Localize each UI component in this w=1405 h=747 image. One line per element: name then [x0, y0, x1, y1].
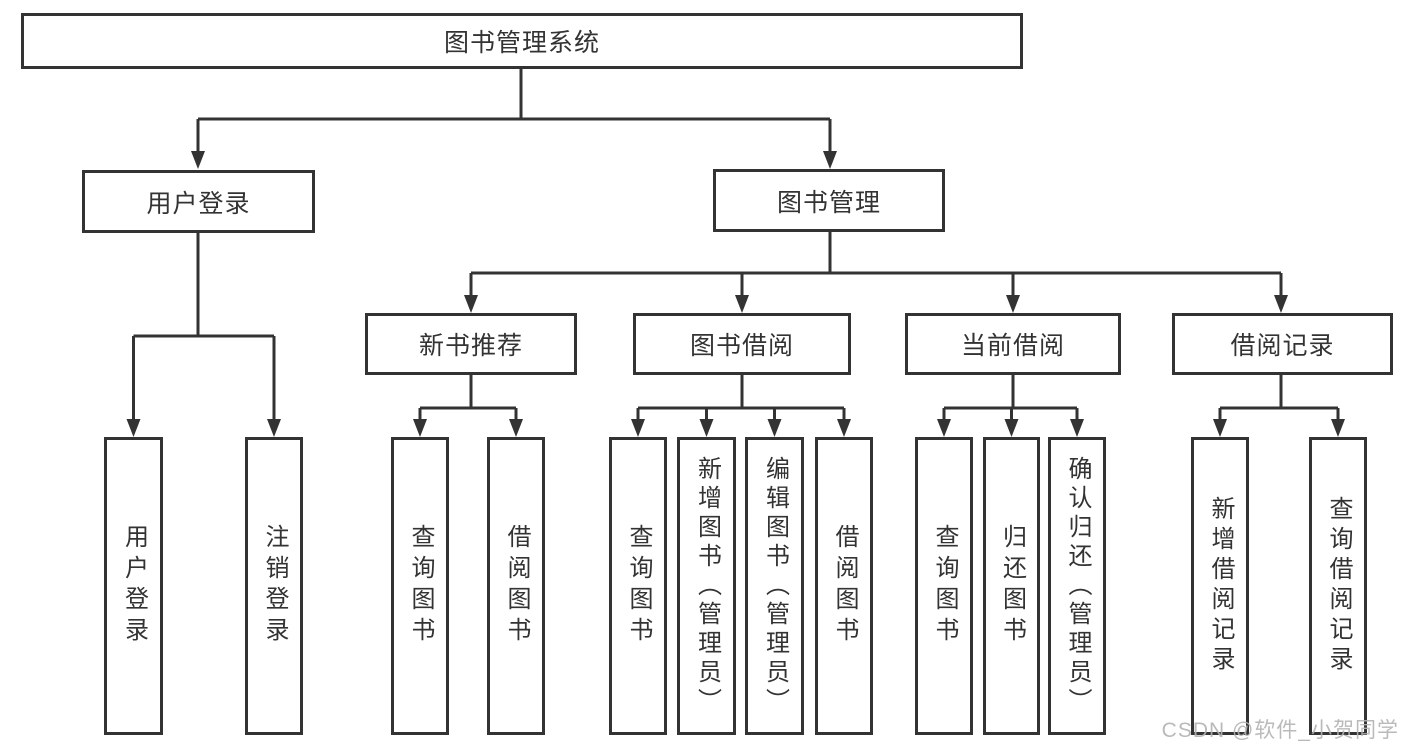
node-label: 注销登录 [261, 524, 288, 648]
node-label: 编辑图书（管理员） [761, 455, 789, 717]
arrow-down-icon [413, 419, 427, 437]
node-label: 图书管理 [776, 188, 881, 217]
arrow-down-icon [126, 419, 141, 437]
node-new-book-recommend: 新书推荐 [365, 313, 577, 375]
node-leaf-query-books-2: 查询图书 [609, 437, 667, 735]
node-label: 查询图书 [407, 524, 434, 648]
node-book-management: 图书管理 [713, 169, 945, 232]
node-leaf-query-books-3: 查询图书 [915, 437, 973, 735]
node-label: 用户登录 [120, 524, 148, 648]
arrow-down-icon [837, 419, 851, 437]
node-user-login: 用户登录 [82, 170, 315, 233]
node-current-borrow: 当前借阅 [905, 313, 1121, 375]
arrow-down-icon [509, 419, 523, 437]
node-label: 借阅图书 [831, 524, 858, 648]
node-library-management-system: 图书管理系统 [21, 13, 1023, 69]
node-leaf-edit-book-admin: 编辑图书（管理员） [745, 437, 804, 735]
node-label: 新书推荐 [418, 332, 523, 360]
node-leaf-borrow-books-1: 借阅图书 [487, 437, 545, 735]
node-label: 查询借阅记录 [1325, 496, 1352, 676]
csdn-watermark: CSDN @软件_小贺同学 [1161, 719, 1399, 742]
node-leaf-confirm-return-admin: 确认归还（管理员） [1048, 437, 1106, 735]
node-leaf-return-book: 归还图书 [983, 437, 1040, 735]
node-label: 查询图书 [931, 524, 958, 648]
node-label: 查询图书 [625, 524, 652, 648]
node-leaf-borrow-books-2: 借阅图书 [815, 437, 873, 735]
arrow-down-icon [1006, 295, 1020, 313]
node-label: 图书管理系统 [443, 29, 600, 57]
node-leaf-add-book-admin: 新增图书（管理员） [677, 437, 736, 735]
arrow-down-icon [699, 419, 714, 437]
arrow-down-icon [631, 419, 645, 437]
arrow-down-icon [735, 295, 749, 313]
arrow-down-icon [267, 419, 281, 437]
node-leaf-user-login: 用户登录 [104, 437, 163, 735]
node-label: 新增借阅记录 [1207, 496, 1234, 676]
node-book-borrow: 图书借阅 [633, 313, 851, 375]
node-leaf-query-books-1: 查询图书 [391, 437, 449, 735]
arrow-down-icon [767, 419, 782, 437]
node-label: 用户登录 [146, 189, 251, 218]
node-label: 确认归还（管理员） [1064, 455, 1091, 717]
arrow-down-icon [1274, 295, 1288, 313]
node-borrow-records: 借阅记录 [1172, 313, 1393, 375]
node-label: 归还图书 [998, 524, 1026, 648]
arrow-down-icon [464, 295, 478, 313]
node-label: 新增图书（管理员） [693, 455, 721, 717]
node-leaf-add-borrow-record: 新增借阅记录 [1191, 437, 1249, 735]
arrow-down-icon [1004, 419, 1019, 437]
arrow-down-icon [1213, 419, 1227, 437]
node-label: 图书借阅 [689, 332, 794, 360]
arrow-down-icon [1331, 419, 1345, 437]
node-label: 当前借阅 [960, 332, 1065, 360]
arrow-down-icon [937, 419, 951, 437]
node-leaf-logout: 注销登录 [245, 437, 303, 735]
node-leaf-query-borrow-record: 查询借阅记录 [1309, 437, 1367, 735]
node-label: 借阅记录 [1230, 332, 1335, 360]
arrow-down-icon [1070, 419, 1084, 437]
arrow-down-icon [191, 151, 205, 169]
node-label: 借阅图书 [503, 524, 530, 648]
arrow-down-icon [823, 151, 837, 169]
